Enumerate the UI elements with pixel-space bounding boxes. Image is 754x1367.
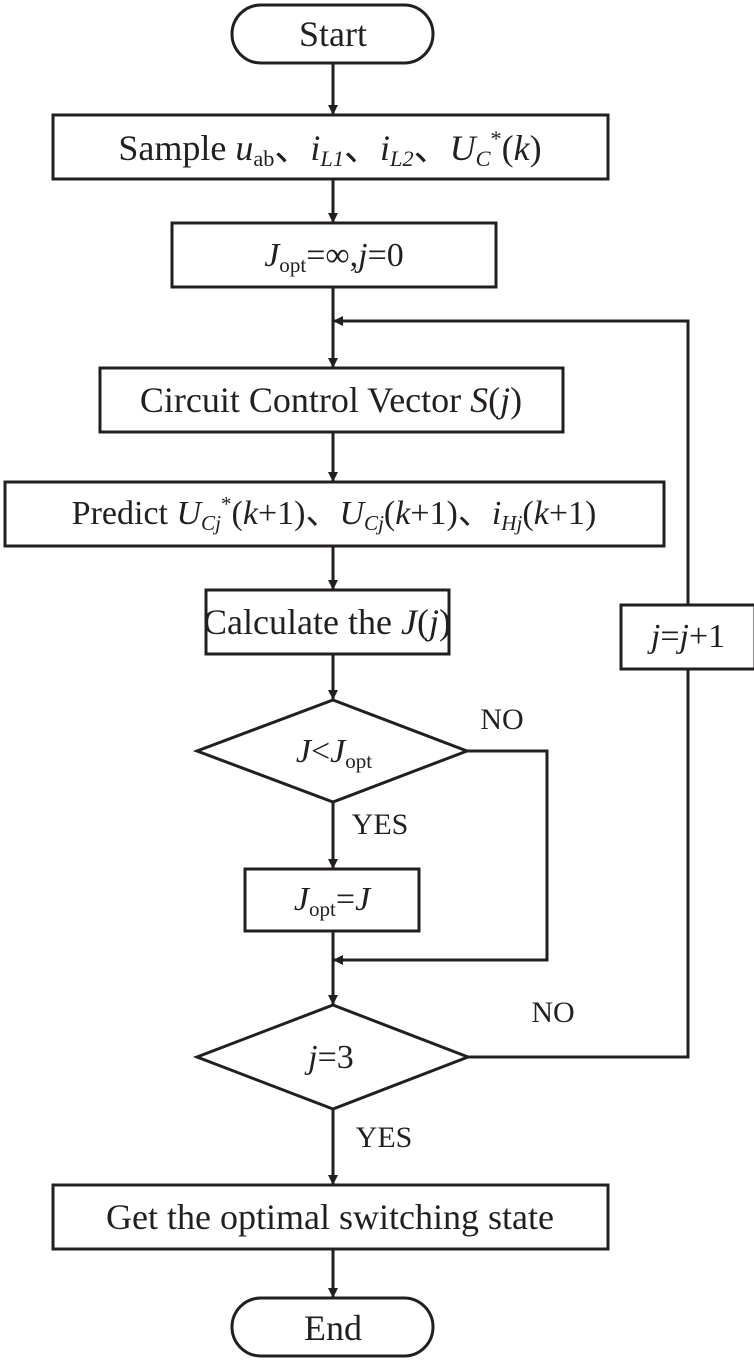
assign-label: Jopt=J [293,881,371,921]
get-label: Get the optimal switching state [106,1197,554,1237]
line-decision2-no [468,669,690,1059]
sample-box [51,113,610,181]
arrow-decision1-no [333,749,549,965]
decision2-no-label: NO [531,996,575,1029]
get-box [51,1183,610,1251]
start-label: Start [299,14,367,54]
decision1-label: J<Jopt [295,733,373,773]
calc-box [204,588,451,656]
arrow-loop-back [333,316,690,605]
decision1-no-label: NO [480,703,524,736]
init-label: Jopt=∞,j=0 [264,237,404,277]
increment-label: j=j+1 [650,618,726,655]
decision2-label: j=3 [308,1039,354,1076]
decision2-yes-label: YES [355,1121,413,1154]
decision1-yes-label: YES [351,808,409,841]
end-label: End [304,1308,362,1348]
